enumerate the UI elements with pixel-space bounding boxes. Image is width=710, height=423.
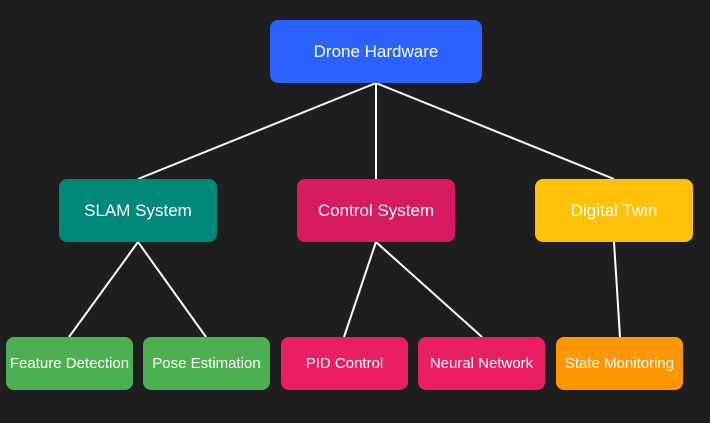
node-neural-network: Neural Network bbox=[418, 337, 545, 390]
edge-slam-pose bbox=[137, 241, 207, 338]
node-feature-detection: Feature Detection bbox=[6, 337, 133, 390]
edge-control-neural bbox=[375, 241, 483, 338]
node-state-monitoring: State Monitoring bbox=[556, 337, 683, 390]
edge-root-twin bbox=[375, 82, 615, 180]
node-digital-twin: Digital Twin bbox=[535, 179, 693, 242]
edge-twin-state bbox=[613, 241, 621, 338]
edge-control-pid bbox=[343, 241, 377, 338]
edge-slam-feature bbox=[68, 241, 139, 338]
edge-root-slam bbox=[137, 82, 377, 180]
node-pid-control: PID Control bbox=[281, 337, 408, 390]
node-drone-hardware: Drone Hardware bbox=[270, 20, 482, 83]
node-pose-estimation: Pose Estimation bbox=[143, 337, 270, 390]
node-slam-system: SLAM System bbox=[59, 179, 217, 242]
node-control-system: Control System bbox=[297, 179, 455, 242]
